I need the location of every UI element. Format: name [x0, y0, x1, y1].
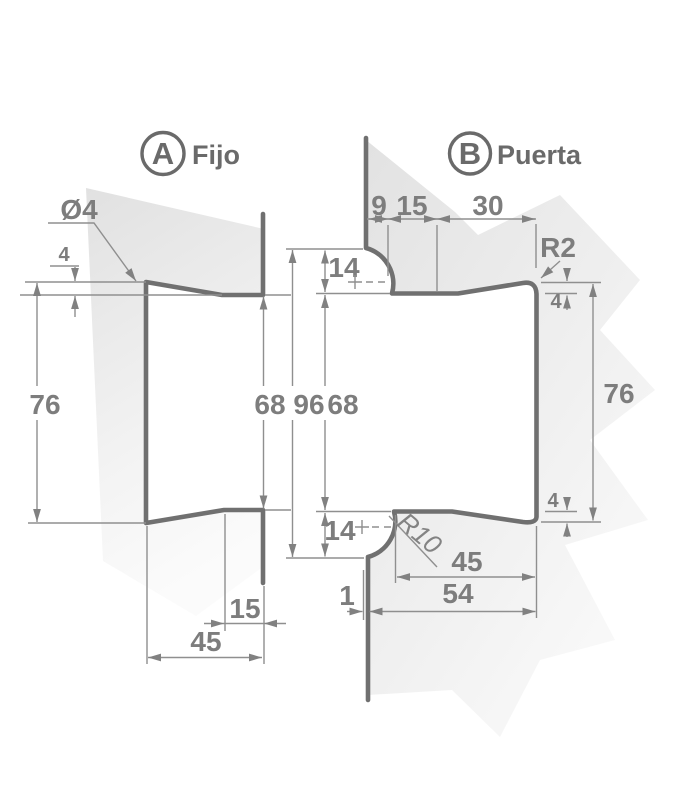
dim-label-edge-offset: 4 [58, 244, 70, 266]
view-b-header: B Puerta [447, 131, 582, 176]
radius-leader-line [388, 515, 438, 568]
radius-leader-line [540, 260, 561, 279]
dim-label-outer-height: 76 [29, 389, 60, 420]
dim-label-total-height: 96 [293, 389, 324, 420]
dim-label-seg30: 30 [472, 190, 503, 221]
view-b-title: Puerta [497, 140, 582, 170]
dim-label-inner-depth-b: 45 [451, 546, 482, 577]
dim-label-outer-height-b: 76 [603, 378, 634, 409]
dim-label-seg15: 15 [396, 190, 427, 221]
dim-label-outer-depth-b: 54 [442, 578, 474, 609]
badge-circle-b [447, 131, 493, 176]
panel-b-cutout-outline [363, 135, 539, 703]
dim-label-inner-depth: 15 [229, 593, 260, 624]
panel-a-profile [143, 211, 266, 586]
dim-label-radius-top: R2 [540, 232, 576, 263]
dim-label-outer-depth: 45 [190, 626, 221, 657]
panel-a-cutout-outline [143, 211, 266, 586]
glass-shading-panel-b [366, 140, 655, 737]
badge-circle-a [140, 130, 186, 177]
badge-letter-b: B [459, 136, 481, 171]
dim-label-taper-bottom: 4 [547, 490, 559, 512]
glass-shading [86, 140, 655, 737]
diameter-leader-line [48, 222, 137, 282]
view-a-title: Fijo [192, 140, 240, 170]
dim-label-inner-height: 68 [254, 389, 285, 420]
dim-label-inner-height-b: 68 [327, 389, 358, 420]
radius-center-mark [355, 520, 369, 534]
glass-shading-panel-a [86, 188, 264, 616]
badge-letter-a: A [152, 136, 174, 171]
dim-label-seg9: 9 [371, 190, 387, 221]
dim-label-offset-bottom: 14 [324, 515, 356, 546]
dim-label-diameter: Ø4 [60, 194, 98, 225]
dim-label-edge-step: 1 [339, 580, 355, 611]
dim-label-taper-top: 4 [550, 291, 562, 313]
panel-b-profile [363, 135, 539, 703]
view-a-header: A Fijo [140, 130, 240, 177]
panel-a-dimensions: Ø4 4 76 68 15 45 [20, 194, 291, 664]
radius-center-mark [348, 275, 362, 289]
